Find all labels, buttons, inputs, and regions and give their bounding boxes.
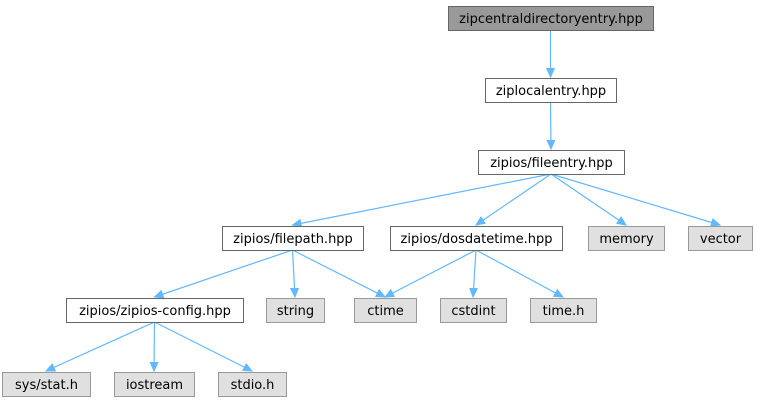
node-memory: memory (588, 226, 665, 251)
node-label-dosdatetime: zipios/dosdatetime.hpp (401, 232, 553, 247)
nodes-layer: zipcentraldirectoryentry.hpp ziplocalentr… (2, 6, 753, 397)
node-label-sysstat: sys/stat.h (15, 378, 78, 393)
edge-filepath-to-string (293, 249, 296, 297)
node-label-filepath: zipios/filepath.hpp (233, 232, 353, 247)
node-box-cstdint (440, 298, 507, 323)
edge-zipiosconfig-to-stdioh (154, 321, 253, 371)
node-label-memory: memory (599, 232, 654, 247)
edge-zipiosconfig-to-iostream (154, 321, 155, 371)
edge-dosdatetime-to-cstdint (473, 249, 476, 297)
node-fileentry[interactable]: zipios/fileentry.hpp (478, 150, 625, 175)
edge-fileentry-to-dosdatetime (476, 173, 552, 225)
node-timeh: time.h (530, 298, 597, 323)
node-label-stdioh: stdio.h (231, 378, 275, 393)
edge-filepath-to-zipiosconfig (155, 249, 293, 297)
node-box-ziplocalentry (485, 78, 617, 103)
node-box-fileentry (478, 150, 625, 175)
node-box-ctime (354, 298, 417, 323)
node-box-filepath (222, 226, 364, 251)
node-label-cstdint: cstdint (451, 304, 495, 319)
node-box-timeh (530, 298, 597, 323)
node-label-fileentry: zipios/fileentry.hpp (490, 156, 613, 171)
edge-zipiosconfig-to-sysstat (46, 321, 155, 372)
node-label-zipcentraldirectoryentry: zipcentraldirectoryentry.hpp (459, 12, 643, 27)
node-ziplocalentry[interactable]: ziplocalentry.hpp (485, 78, 617, 103)
node-box-zipiosconfig (66, 298, 244, 323)
edge-fileentry-to-vector (550, 173, 720, 225)
node-box-zipcentraldirectoryentry (448, 6, 654, 31)
node-cstdint: cstdint (440, 298, 507, 323)
node-filepath[interactable]: zipios/filepath.hpp (222, 226, 364, 251)
node-ctime: ctime (354, 298, 417, 323)
edge-ziplocalentry-to-fileentry (551, 101, 552, 149)
node-stdioh: stdio.h (218, 372, 287, 397)
node-box-iostream (114, 372, 195, 397)
node-iostream: iostream (114, 372, 195, 397)
node-label-vector: vector (700, 232, 742, 247)
node-label-zipiosconfig: zipios/zipios-config.hpp (79, 304, 231, 319)
edge-dosdatetime-to-timeh (475, 249, 563, 297)
node-label-iostream: iostream (126, 378, 183, 393)
node-box-sysstat (2, 372, 91, 397)
node-box-vector (688, 226, 753, 251)
node-label-timeh: time.h (543, 304, 585, 319)
node-zipiosconfig[interactable]: zipios/zipios-config.hpp (66, 298, 244, 323)
node-sysstat: sys/stat.h (2, 372, 91, 397)
node-box-dosdatetime (390, 226, 563, 251)
node-string: string (266, 298, 325, 323)
edges-layer (46, 30, 720, 371)
edge-fileentry-to-memory (550, 173, 626, 225)
node-label-ziplocalentry: ziplocalentry.hpp (496, 84, 606, 99)
edge-filepath-to-ctime (292, 249, 386, 297)
node-label-string: string (277, 304, 314, 319)
node-label-ctime: ctime (367, 304, 404, 319)
node-dosdatetime[interactable]: zipios/dosdatetime.hpp (390, 226, 563, 251)
node-vector: vector (688, 226, 753, 251)
node-box-memory (588, 226, 665, 251)
edge-fileentry-to-filepath (293, 173, 552, 225)
node-zipcentraldirectoryentry: zipcentraldirectoryentry.hpp (448, 6, 654, 31)
edge-dosdatetime-to-ctime (385, 249, 477, 297)
node-box-stdioh (218, 372, 287, 397)
node-box-string (266, 298, 325, 323)
